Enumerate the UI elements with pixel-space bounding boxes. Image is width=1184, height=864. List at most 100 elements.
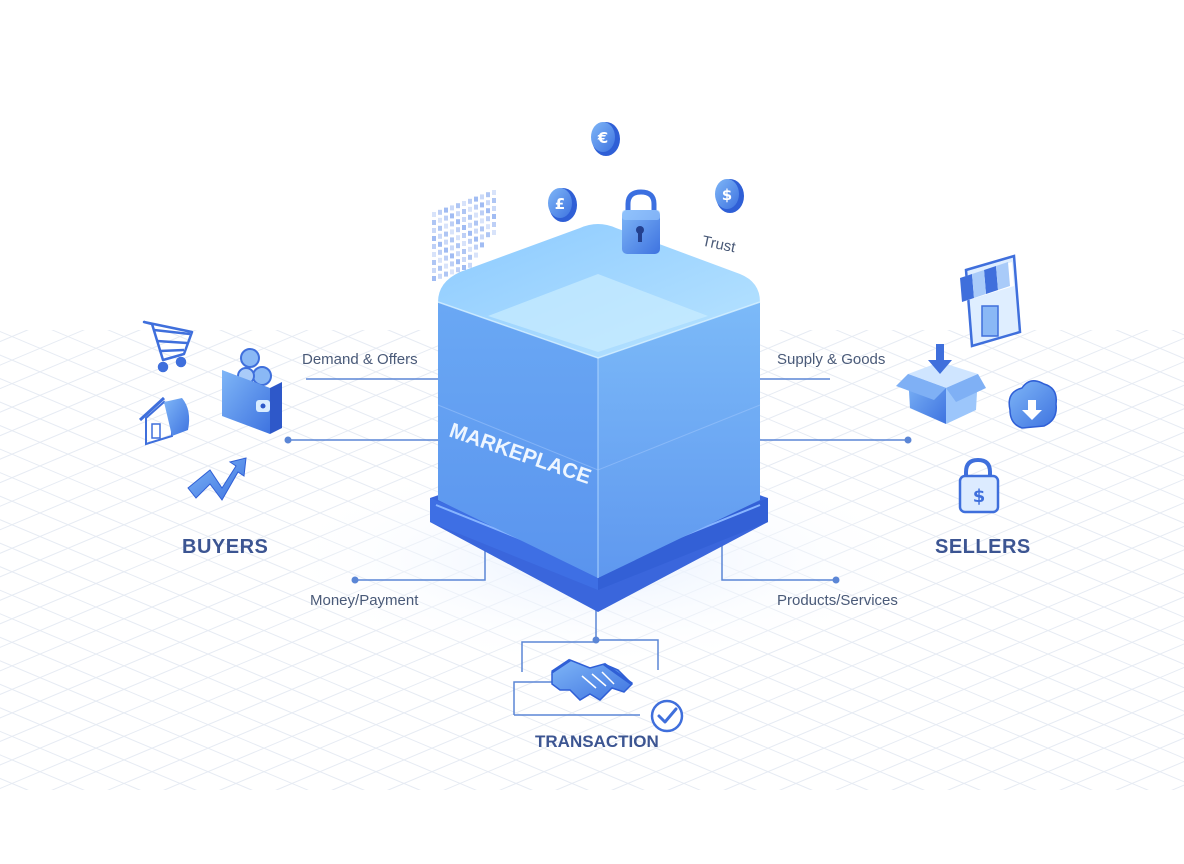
grid-line <box>851 265 1184 406</box>
data-grid-cell <box>432 268 436 273</box>
data-grid-cell <box>492 222 496 227</box>
data-grid-cell <box>462 209 466 214</box>
data-grid-cell <box>480 242 484 248</box>
grid-line <box>851 714 1184 855</box>
data-grid-cell <box>492 214 496 219</box>
grid-line <box>0 848 13 855</box>
grid-line <box>963 265 1184 359</box>
data-grid-cell <box>450 237 454 243</box>
data-grid-cell <box>444 255 448 261</box>
data-grid-cell <box>450 205 454 211</box>
buyers-label: BUYERS <box>182 536 269 558</box>
products-services-label: Products/Services <box>777 592 898 609</box>
data-grid-cell <box>438 217 442 223</box>
data-grid-cell <box>486 224 490 230</box>
data-grid-cell <box>486 200 490 206</box>
flow-loop-top <box>521 641 596 672</box>
data-grid-cell <box>468 230 472 236</box>
data-grid-cell <box>438 257 442 263</box>
data-grid-cell <box>492 198 496 203</box>
data-grid-cell <box>438 249 442 255</box>
grid-line <box>0 265 405 437</box>
data-grid-cell <box>486 208 490 214</box>
grid-fade-bottom <box>0 790 1184 864</box>
grid-line <box>571 265 1184 524</box>
data-grid-cell <box>462 265 466 270</box>
grid-line <box>907 265 1184 383</box>
data-grid-cell <box>492 206 496 211</box>
grid-line <box>1075 808 1184 855</box>
grid-line <box>0 265 237 366</box>
grid-line <box>627 619 1184 855</box>
data-grid-cell <box>486 192 490 198</box>
grid-line <box>0 730 293 855</box>
svg-text:£: £ <box>555 195 565 213</box>
data-grid-cell <box>432 252 436 257</box>
grid-line <box>1131 265 1184 289</box>
data-grid-cell <box>492 190 496 195</box>
data-grid-cell <box>462 241 466 246</box>
cube-front-right <box>598 302 760 578</box>
grid-line <box>1131 831 1184 855</box>
data-grid-cell <box>438 225 442 231</box>
grid-line <box>907 737 1184 855</box>
open-box-icon <box>896 344 986 424</box>
grid-line <box>627 265 1184 501</box>
data-grid-cell <box>432 228 436 233</box>
grid-line <box>963 761 1184 855</box>
data-grid-cell <box>450 213 454 219</box>
data-grid-cell <box>432 244 436 249</box>
grid-line <box>0 754 237 855</box>
data-grid-cell <box>438 233 442 239</box>
euro-coin-icon: € <box>591 122 620 156</box>
grid-line <box>0 636 517 855</box>
data-grid-cell <box>480 194 484 200</box>
dollar-coin-icon: $ <box>715 179 744 213</box>
data-grid-cell <box>438 209 442 215</box>
data-grid-cell <box>462 217 466 222</box>
data-grid-cell <box>432 212 436 217</box>
data-grid-cell <box>438 265 442 271</box>
grid-line <box>0 707 349 855</box>
grid-line <box>571 596 1184 855</box>
data-grid-cell <box>450 221 454 227</box>
flow-loop-left <box>513 681 552 715</box>
grid-line <box>683 265 1184 477</box>
svg-text:$: $ <box>973 486 986 507</box>
house-icon <box>138 396 190 446</box>
grid-line <box>0 265 573 507</box>
grid-line <box>0 265 629 531</box>
data-grid-cell <box>486 216 490 222</box>
data-grid-cell <box>474 244 478 250</box>
padlock-dollar-icon: $ <box>958 457 1000 514</box>
data-grid-cell <box>450 261 454 267</box>
grid-line <box>0 265 293 390</box>
data-grid-cell <box>480 226 484 232</box>
data-grid-icon <box>432 190 496 281</box>
data-grid-cell <box>480 210 484 216</box>
grid-line <box>1075 265 1184 312</box>
data-grid-cell <box>456 219 460 225</box>
grid-line <box>0 265 13 272</box>
grid-line <box>0 660 461 855</box>
data-grid-cell <box>468 254 472 260</box>
wallet-icon <box>222 348 282 434</box>
data-grid-cell <box>468 238 472 244</box>
data-grid-cell <box>432 220 436 225</box>
data-grid-cell <box>486 232 490 238</box>
grid-line <box>403 525 1184 855</box>
padlock-icon <box>622 189 660 254</box>
data-grid-cell <box>444 271 448 277</box>
data-grid-cell <box>480 202 484 208</box>
grid-line <box>515 572 1184 855</box>
data-grid-cell <box>456 211 460 217</box>
data-grid-cell <box>474 196 478 202</box>
transaction-label: TRANSACTION <box>535 732 659 751</box>
grid-line <box>0 801 125 855</box>
data-grid-cell <box>456 251 460 257</box>
data-grid-cell <box>474 228 478 234</box>
pound-coin-icon: £ <box>548 188 577 222</box>
data-grid-cell <box>438 273 442 279</box>
data-grid-cell <box>474 220 478 226</box>
